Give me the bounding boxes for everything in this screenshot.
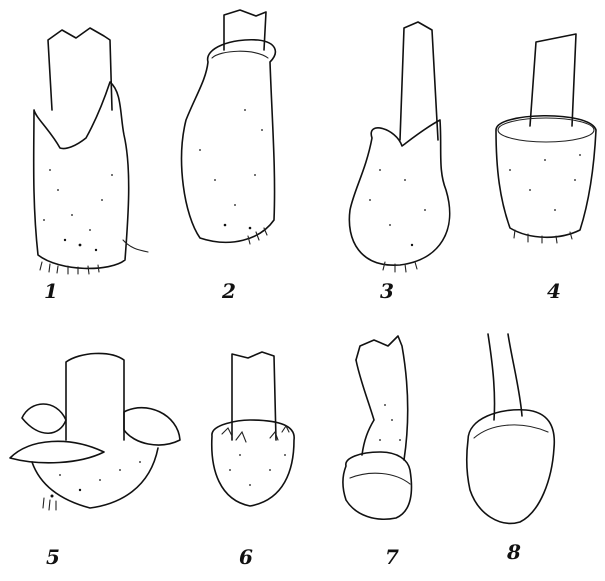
fig4-rim — [498, 118, 594, 142]
figure-label-4: 4 — [547, 281, 561, 301]
fig3-base-fringe — [383, 262, 417, 272]
figure-1-drawing — [34, 28, 148, 274]
fig2-rim — [212, 51, 268, 58]
figure-6-drawing — [212, 352, 294, 506]
figure-8-drawing — [467, 334, 555, 523]
fig7-volva — [343, 452, 411, 519]
fig7-stem-left — [356, 360, 374, 455]
fig6-texture — [229, 454, 286, 486]
fig3-stem — [400, 22, 438, 140]
figure-label-7: 7 — [385, 547, 399, 567]
fig8-inner-rim — [474, 425, 548, 438]
figure-5-drawing — [10, 353, 180, 510]
fig4-texture — [509, 154, 581, 211]
fig5-left-lobe — [22, 404, 66, 433]
figure-label-5: 5 — [46, 547, 60, 567]
fig5-volva-cup — [32, 448, 158, 508]
fig1-volva — [34, 82, 129, 268]
fig3-texture — [369, 169, 426, 246]
fig1-texture — [43, 169, 113, 251]
fig2-volva — [182, 40, 276, 243]
fig8-volva — [467, 410, 555, 524]
fig8-stem-left — [488, 334, 495, 420]
fig2-stem — [224, 10, 266, 50]
fig5-right-lobe — [124, 408, 180, 445]
figure-label-3: 3 — [380, 281, 394, 301]
fig5-front-lobe — [10, 441, 104, 462]
fig7-texture — [379, 404, 401, 441]
fig4-volva — [496, 116, 596, 238]
fig2-texture — [199, 109, 263, 229]
fig5-texture — [51, 461, 141, 497]
fig5-stem — [66, 353, 124, 440]
fig5-base-fringe — [43, 498, 56, 510]
figure-3-drawing — [349, 22, 449, 272]
fig8-stem-right — [508, 334, 522, 416]
fig6-stem — [232, 352, 276, 440]
fig3-volva — [349, 120, 449, 265]
figure-label-2: 2 — [222, 281, 236, 301]
figure-2-drawing — [182, 10, 276, 244]
figure-label-6: 6 — [239, 547, 253, 567]
fig7-stem — [356, 336, 408, 460]
fig7-inner-rim — [350, 473, 410, 484]
fig4-stem — [530, 34, 576, 126]
figure-7-drawing — [343, 336, 411, 519]
fig1-stem — [48, 28, 112, 110]
figure-label-8: 8 — [507, 542, 521, 562]
fig6-volva — [212, 420, 294, 506]
figure-label-1: 1 — [44, 281, 58, 301]
figure-4-drawing — [496, 34, 596, 243]
